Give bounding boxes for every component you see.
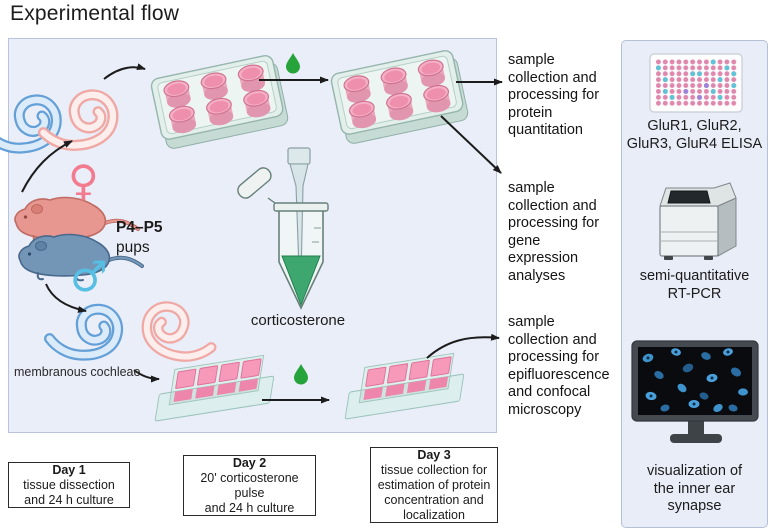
figure-title: Experimental flow bbox=[10, 2, 180, 25]
outcome-line: sample bbox=[508, 52, 555, 68]
outcome-line: gene bbox=[508, 232, 541, 249]
outcome-line: protein bbox=[508, 104, 553, 121]
outcome-microscopy: sample collection and processing for epi… bbox=[508, 314, 610, 419]
outcome-protein-quantitation: sample collection and processing for pro… bbox=[508, 52, 599, 140]
outcome-line: quantitation bbox=[508, 122, 583, 138]
elisa-label-line: GluR1, GluR2, bbox=[647, 118, 742, 134]
visualization-label-line: the inner ear bbox=[653, 480, 736, 497]
outcome-line: analyses bbox=[508, 267, 566, 284]
day3-line: estimation of protein bbox=[377, 477, 491, 492]
outcome-line: epifluorescence bbox=[508, 366, 610, 383]
day3-line: localization bbox=[403, 507, 465, 522]
membranous-cochleae-label: membranous cochleae bbox=[14, 365, 141, 379]
outcome-line: collection and bbox=[508, 331, 597, 348]
day2-line: pulse bbox=[234, 485, 265, 500]
corticosterone-label: corticosterone bbox=[250, 312, 346, 329]
outcome-line: sample bbox=[508, 314, 555, 330]
day1-line: and 24 h culture bbox=[24, 492, 114, 507]
visualization-label: visualization of the inner ear synapse bbox=[626, 463, 763, 516]
outcome-line: microscopy bbox=[508, 401, 582, 418]
outcome-line: processing for bbox=[508, 215, 600, 231]
day1-title: Day 1 bbox=[52, 462, 86, 477]
elisa-label-line: GluR3, GluR4 ELISA bbox=[626, 135, 763, 152]
pups-word-label: pups bbox=[116, 239, 150, 256]
outcome-line: collection and bbox=[508, 69, 597, 86]
outcome-line: sample bbox=[508, 180, 555, 196]
outcome-line: expression bbox=[508, 250, 579, 266]
day2-line: 20' corticosterone bbox=[200, 470, 299, 485]
day3-box: Day 3 tissue collection for estimation o… bbox=[370, 447, 498, 523]
male-symbol: ♂ bbox=[70, 252, 108, 301]
visualization-label-line: visualization of bbox=[646, 463, 743, 479]
day1-line: tissue dissection bbox=[23, 477, 115, 492]
day2-box: Day 2 20' corticosterone pulse and 24 h … bbox=[183, 455, 316, 516]
rtpcr-label-line: semi-quantitative bbox=[639, 268, 750, 284]
day2-line: and 24 h culture bbox=[204, 500, 295, 515]
outcome-line: and confocal bbox=[508, 384, 591, 400]
day3-title: Day 3 bbox=[417, 447, 451, 462]
outcome-line: processing for bbox=[508, 349, 600, 365]
day3-line: tissue collection for bbox=[380, 462, 488, 477]
rtpcr-label-line: RT-PCR bbox=[667, 285, 722, 302]
outcome-line: processing for bbox=[508, 87, 600, 103]
visualization-label-line: synapse bbox=[667, 498, 722, 514]
outcome-line: collection and bbox=[508, 197, 597, 214]
female-symbol: ♀ bbox=[68, 156, 99, 205]
day1-box: Day 1 tissue dissection and 24 h culture bbox=[8, 462, 130, 508]
pups-age-label: P4–P5 bbox=[116, 219, 163, 236]
outcome-gene-expression: sample collection and processing for gen… bbox=[508, 180, 599, 285]
day3-line: concentration and bbox=[384, 492, 484, 507]
elisa-label: GluR1, GluR2, GluR3, GluR4 ELISA bbox=[626, 118, 763, 153]
right-panel bbox=[621, 40, 768, 528]
day2-title: Day 2 bbox=[232, 455, 267, 470]
rtpcr-label: semi-quantitative RT-PCR bbox=[626, 268, 763, 303]
